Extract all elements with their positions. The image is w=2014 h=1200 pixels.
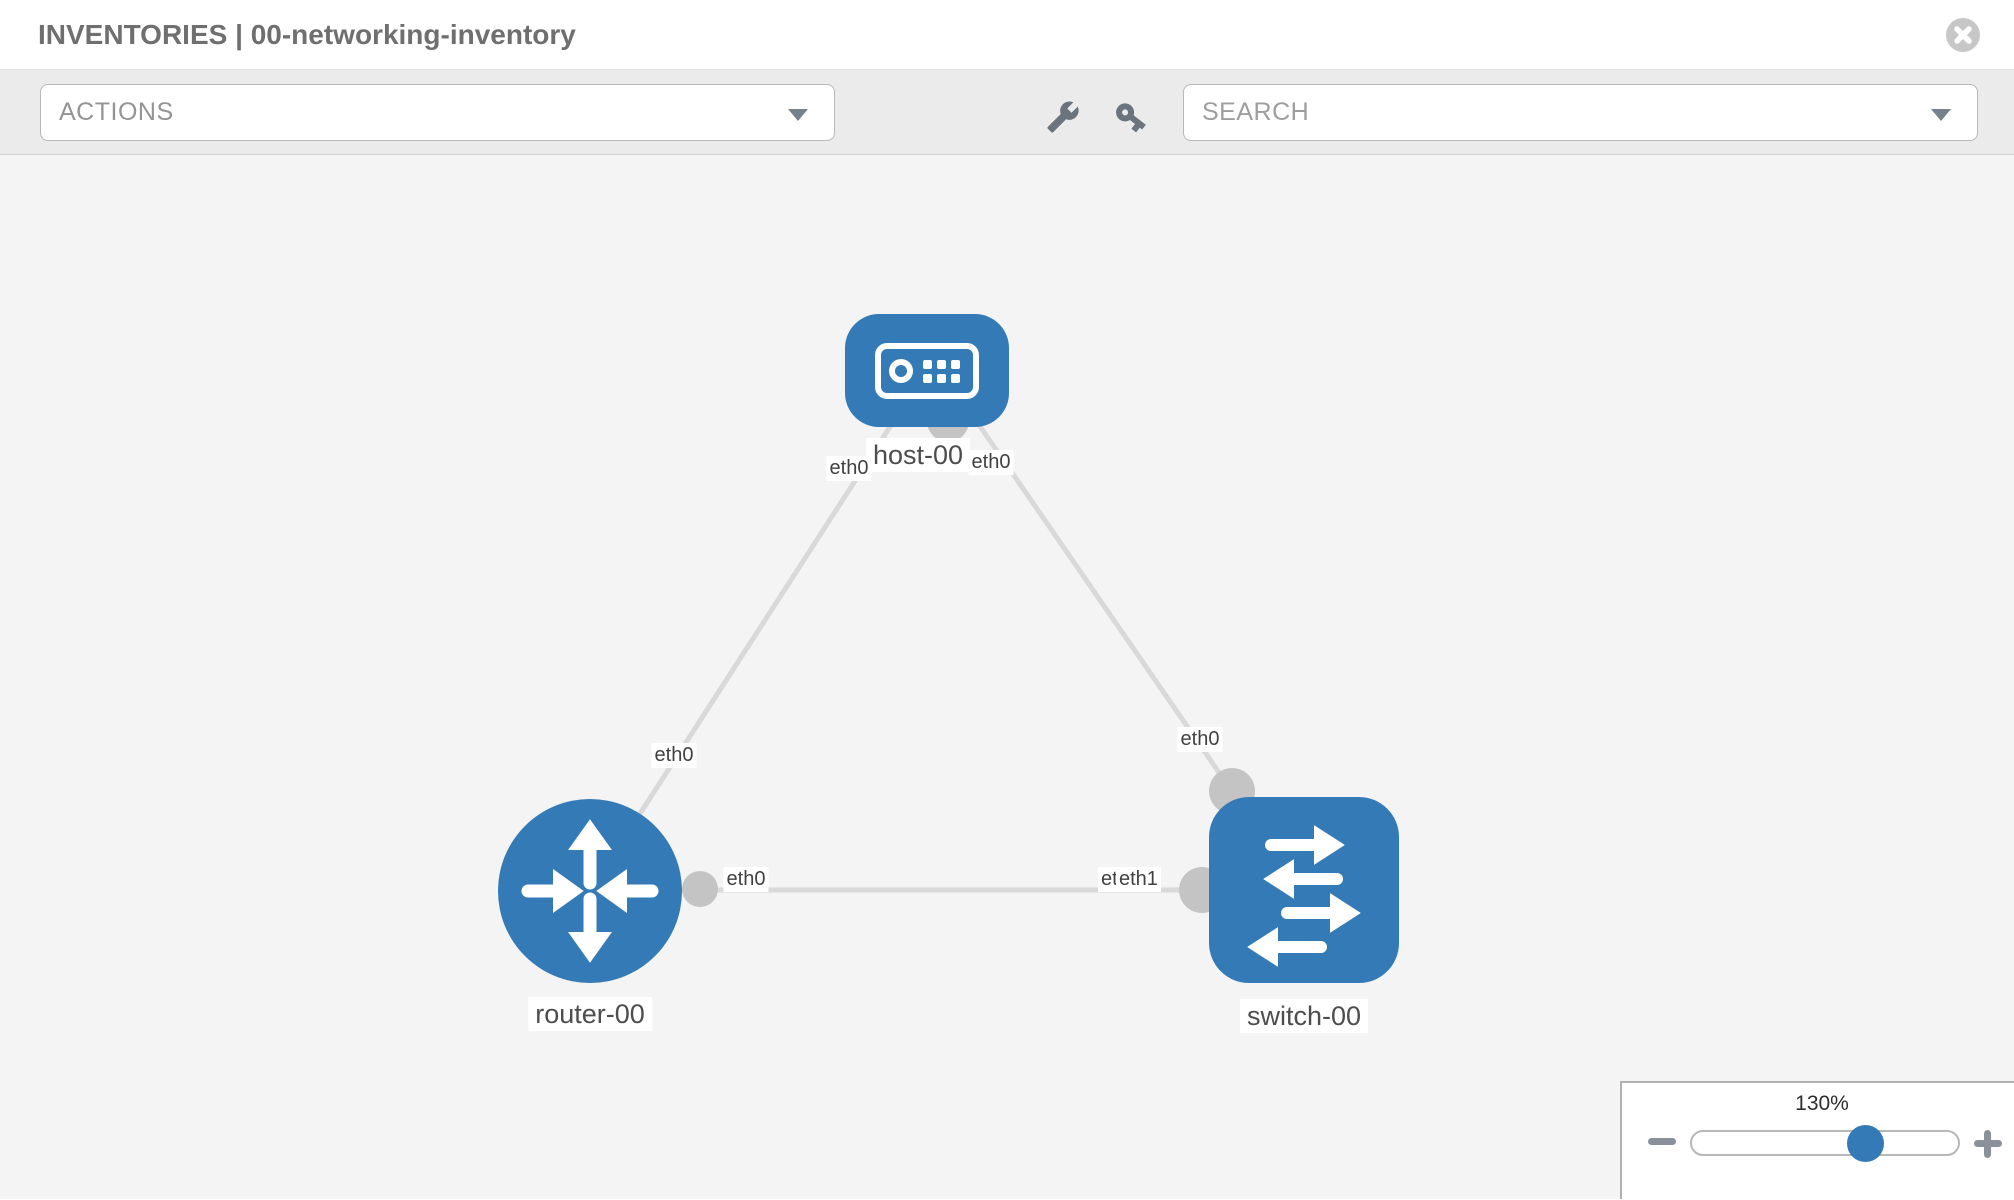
minus-icon[interactable] [1648, 1138, 1676, 1145]
node-switch-00[interactable] [1209, 797, 1399, 983]
zoom-control-panel: 130% [1620, 1081, 2014, 1199]
actions-dropdown[interactable]: ACTIONS [40, 84, 835, 141]
interface-dot-router[interactable] [682, 871, 718, 907]
configure-button[interactable] [1042, 96, 1084, 138]
search-placeholder: SEARCH [1202, 98, 1310, 126]
iface-label: eth0 [723, 867, 769, 892]
wrench-icon [1047, 101, 1079, 133]
topology-canvas[interactable]: host-00 router-00 switch-00 eth0 eth0 et… [0, 155, 2014, 1199]
search-dropdown[interactable]: SEARCH [1183, 84, 1978, 141]
node-label-host: host-00 [865, 438, 971, 472]
node-router-00[interactable] [498, 799, 682, 983]
switch-icon [1247, 825, 1361, 967]
chevron-down-icon [1931, 109, 1951, 121]
iface-label: eth0 [968, 450, 1014, 475]
iface-label: eth1 [1116, 867, 1161, 892]
iface-label: eth0 [826, 456, 872, 481]
topology-links-layer [587, 400, 1304, 913]
header: INVENTORIES | 00-networking-inventory [0, 0, 2014, 70]
actions-dropdown-label: ACTIONS [59, 98, 174, 126]
node-label-switch: switch-00 [1239, 999, 1369, 1033]
credentials-button[interactable] [1110, 96, 1152, 138]
host-icon [875, 342, 979, 399]
iface-label: eth0 [1177, 727, 1223, 752]
zoom-slider-track[interactable] [1690, 1130, 1960, 1156]
toolbar: ACTIONS SEARCH [0, 70, 2014, 155]
router-icon [521, 819, 659, 963]
key-icon [1116, 103, 1146, 133]
zoom-level-label: 130% [1795, 1092, 1849, 1115]
plus-icon[interactable] [1974, 1130, 2002, 1158]
iface-label: eth0 [651, 743, 697, 768]
node-host-00[interactable] [845, 314, 1009, 427]
node-label-router: router-00 [528, 997, 652, 1031]
close-icon [1954, 26, 1972, 44]
close-button[interactable] [1946, 18, 1980, 52]
link-host-router[interactable] [587, 417, 898, 893]
page-title: INVENTORIES | 00-networking-inventory [38, 19, 576, 50]
chevron-down-icon [788, 109, 808, 121]
zoom-slider-thumb[interactable] [1847, 1125, 1884, 1162]
